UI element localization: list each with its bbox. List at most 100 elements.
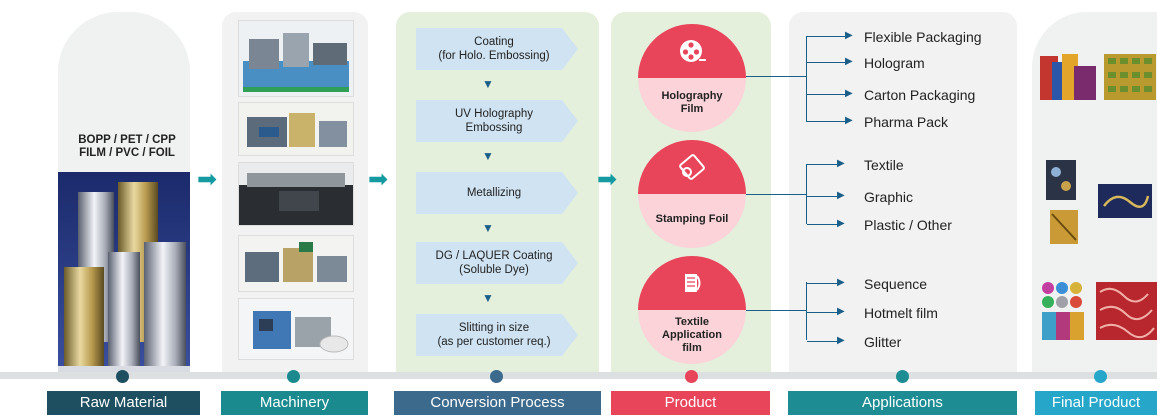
label-applications: Applications bbox=[788, 391, 1017, 415]
app-branch-line bbox=[807, 224, 839, 225]
conversion-step-text: Coating (for Holo. Embossing) bbox=[424, 28, 564, 70]
arrow-right-icon: ▶ bbox=[837, 277, 845, 288]
timeline-dot-conversion bbox=[490, 370, 503, 383]
timeline-dot-machinery bbox=[287, 370, 300, 383]
product-stamping-foil: Stamping Foil bbox=[638, 140, 746, 248]
glitter-products-image bbox=[1042, 282, 1157, 340]
arrow-right-icon: ▶ bbox=[845, 30, 853, 41]
product-line1: Textile bbox=[674, 315, 709, 328]
application-pharma-pack: Pharma Pack bbox=[864, 114, 949, 130]
timeline-dot-applications bbox=[896, 370, 909, 383]
conversion-step-metallizing: Metallizing bbox=[416, 172, 578, 214]
textile-icon bbox=[685, 274, 701, 292]
product-line1: Holography bbox=[661, 90, 723, 102]
conversion-step-coating: Coating (for Holo. Embossing) bbox=[416, 28, 578, 70]
arrow-right-icon: ▶ bbox=[837, 190, 845, 201]
timeline-line bbox=[0, 372, 1157, 379]
arrow-right-icon: ▶ bbox=[837, 158, 845, 169]
textile-products-image bbox=[1046, 160, 1152, 244]
application-plastic-other: Plastic / Other bbox=[864, 217, 952, 233]
product-line3: film bbox=[682, 341, 702, 354]
app-branch-line bbox=[807, 196, 839, 197]
flow-arrow-2: ➡ bbox=[368, 166, 389, 193]
step-line2: (Soluble Dye) bbox=[459, 264, 529, 276]
step-line1: Slitting in size bbox=[458, 322, 530, 334]
raw-material-line1: BOPP / PET / CPP bbox=[78, 134, 176, 146]
timeline-dot-raw-material bbox=[116, 370, 129, 383]
app-branch-line bbox=[807, 62, 847, 63]
app-branch-line bbox=[807, 121, 847, 122]
label-raw-material: Raw Material bbox=[47, 391, 200, 415]
app-branch-line bbox=[807, 312, 839, 313]
arrow-right-icon: ▶ bbox=[845, 56, 853, 67]
product-line2: Film bbox=[680, 103, 704, 115]
label-conversion-process: Conversion Process bbox=[394, 391, 601, 415]
down-arrow-icon: ▼ bbox=[482, 291, 494, 305]
coating-machine-image bbox=[238, 20, 354, 97]
application-carton-packaging: Carton Packaging bbox=[864, 87, 976, 103]
metallizer-machine-image bbox=[238, 162, 354, 226]
applications-panel bbox=[789, 12, 1017, 374]
label-machinery: Machinery bbox=[221, 391, 368, 415]
app-branch-line bbox=[807, 36, 847, 37]
label-final-product: Final Product bbox=[1035, 391, 1157, 415]
application-graphic: Graphic bbox=[864, 189, 914, 205]
app-branch-line bbox=[807, 94, 847, 95]
down-arrow-icon: ▼ bbox=[482, 77, 494, 91]
app-branch-line bbox=[807, 283, 839, 284]
film-rolls-image bbox=[58, 172, 190, 372]
foil-roll-icon bbox=[679, 154, 705, 180]
application-sequence: Sequence bbox=[864, 276, 928, 292]
flow-arrow-3: ➡ bbox=[597, 166, 618, 193]
conversion-step-slitting: Slitting in size (as per customer req.) bbox=[416, 314, 578, 356]
arrow-right-icon: ▶ bbox=[845, 88, 853, 99]
application-flexible-packaging: Flexible Packaging bbox=[864, 29, 982, 45]
arrow-right-icon: ▶ bbox=[837, 218, 845, 229]
arrow-right-icon: ▶ bbox=[837, 335, 845, 346]
conversion-step-text: Metallizing bbox=[424, 172, 564, 214]
bracket-group3 bbox=[806, 282, 807, 340]
application-textile: Textile bbox=[864, 157, 904, 173]
timeline-dot-product bbox=[685, 370, 698, 383]
connector-line-stamping bbox=[746, 194, 806, 195]
connector-line-textile bbox=[746, 310, 806, 311]
conversion-step-text: Slitting in size (as per customer req.) bbox=[424, 314, 564, 356]
timeline-dot-final-product bbox=[1094, 370, 1107, 383]
step-line1: Metallizing bbox=[466, 187, 522, 199]
application-glitter: Glitter bbox=[864, 334, 902, 350]
embossing-machine-image bbox=[238, 102, 354, 156]
step-line2: (for Holo. Embossing) bbox=[438, 50, 550, 62]
lacquer-machine-image bbox=[238, 235, 354, 292]
product-name: Stamping Foil bbox=[642, 196, 742, 242]
step-line1: DG / LAQUER Coating bbox=[435, 250, 553, 262]
bracket-group2 bbox=[806, 164, 807, 224]
app-branch-line bbox=[807, 164, 839, 165]
raw-material-label: BOPP / PET / CPP FILM / PVC / FOIL bbox=[52, 134, 202, 160]
conversion-step-text: DG / LAQUER Coating (Soluble Dye) bbox=[424, 242, 564, 284]
label-product: Product bbox=[611, 391, 770, 415]
raw-material-line2: FILM / PVC / FOIL bbox=[79, 147, 175, 159]
product-line1: Stamping Foil bbox=[655, 212, 729, 225]
bracket-group1 bbox=[806, 36, 807, 122]
slitting-machine-image bbox=[238, 298, 354, 360]
step-line1: UV Holography bbox=[455, 108, 533, 120]
conversion-step-lacquer: DG / LAQUER Coating (Soluble Dye) bbox=[416, 242, 578, 284]
film-reel-icon bbox=[680, 40, 706, 62]
step-line2: (as per customer req.) bbox=[437, 336, 551, 348]
down-arrow-icon: ▼ bbox=[482, 149, 494, 163]
step-line2: Embossing bbox=[465, 122, 523, 134]
app-branch-line bbox=[807, 341, 839, 342]
application-hologram: Hologram bbox=[864, 55, 925, 71]
arrow-right-icon: ▶ bbox=[837, 306, 845, 317]
arrow-right-icon: ▶ bbox=[845, 115, 853, 126]
down-arrow-icon: ▼ bbox=[482, 221, 494, 235]
application-hotmelt-film: Hotmelt film bbox=[864, 305, 938, 321]
step-line1: Coating bbox=[474, 36, 514, 48]
packaging-products-image bbox=[1040, 54, 1156, 100]
